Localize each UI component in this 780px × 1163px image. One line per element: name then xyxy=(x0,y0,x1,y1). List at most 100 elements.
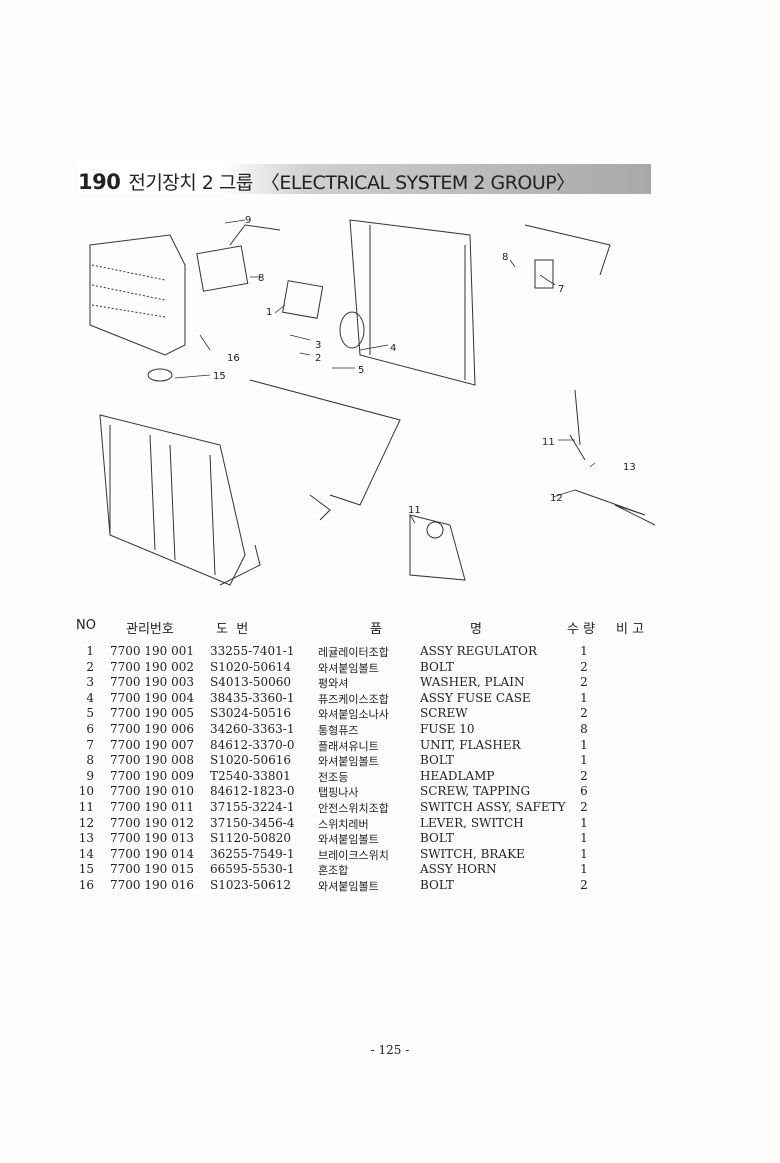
cell-code: 7700 190 006 xyxy=(110,721,194,736)
cell-drawing: 36255-7549-1 xyxy=(210,846,295,861)
callout-10: 9 xyxy=(245,215,251,226)
cell-code: 7700 190 015 xyxy=(110,862,194,877)
cell-name-ko: 레귤레이터조합 xyxy=(318,646,389,659)
cell-no: 9 xyxy=(86,768,94,783)
cell-name-en: BOLT xyxy=(420,753,454,768)
cell-no: 11 xyxy=(78,799,94,814)
cell-name-ko: 안전스위치조합 xyxy=(318,801,389,815)
cell-drawing: S4013-50060 xyxy=(210,675,291,690)
part-regulator xyxy=(282,280,324,319)
header-no: NO xyxy=(76,618,96,633)
cell-name-en: SCREW xyxy=(420,706,468,721)
cell-drawing: 84612-3370-0 xyxy=(210,737,295,752)
cell-name-en: FUSE 10 xyxy=(420,721,475,736)
cell-drawing: 37155-3224-1 xyxy=(210,799,295,814)
callout-1: 1 xyxy=(266,307,272,318)
cell-name-en: ASSY REGULATOR xyxy=(420,644,537,658)
cell-no: 14 xyxy=(78,846,94,861)
cell-no: 12 xyxy=(78,815,94,830)
callout-16: 16 xyxy=(227,353,240,364)
cell-drawing: S3024-50516 xyxy=(210,706,291,721)
header-drawing: 도 번 xyxy=(216,622,249,637)
cell-no: 3 xyxy=(86,675,94,690)
cell-qty: 1 xyxy=(580,815,588,830)
cell-no: 8 xyxy=(86,753,94,768)
cell-name-ko: 와셔붙임볼트 xyxy=(318,833,379,847)
cell-no: 7 xyxy=(86,737,94,752)
cell-code: 7700 190 007 xyxy=(110,737,194,752)
callout-leader-lines xyxy=(174,219,596,524)
cell-code: 7700 190 003 xyxy=(110,675,194,690)
cell-name-ko: 혼조합 xyxy=(318,864,349,878)
cell-drawing: S1023-50612 xyxy=(210,877,291,892)
machine-body-sketch xyxy=(89,219,476,586)
header-qty: 수 량 xyxy=(567,622,596,637)
cell-no: 16 xyxy=(78,877,94,892)
cell-drawing: 33255-7401-1 xyxy=(210,644,295,658)
cell-name-en: BOLT xyxy=(420,831,454,846)
cell-qty: 8 xyxy=(580,721,588,736)
title-english: 〈ELECTRICAL SYSTEM 2 GROUP〉 xyxy=(260,172,575,194)
header-name-en: 명 xyxy=(470,622,482,637)
cell-code: 7700 190 004 xyxy=(110,690,194,705)
cell-name-en: WASHER, PLAIN xyxy=(420,675,525,690)
part-headlamp xyxy=(196,224,281,292)
cell-name-en: SWITCH ASSY, SAFETY xyxy=(420,799,566,814)
cell-code: 7700 190 016 xyxy=(110,877,194,892)
cell-qty: 6 xyxy=(580,784,588,799)
cell-name-ko: 전조등 xyxy=(318,770,349,784)
cell-no: 10 xyxy=(78,784,94,799)
cell-qty: 1 xyxy=(580,690,588,705)
cell-name-ko: 평와셔 xyxy=(318,677,349,691)
cell-name-ko: 와셔붙임볼트 xyxy=(318,879,379,893)
cell-name-ko: 플래셔유니트 xyxy=(318,739,379,753)
cell-code: 7700 190 008 xyxy=(110,753,194,768)
cell-drawing: S1120-50820 xyxy=(210,831,291,846)
cell-name-ko: 와셔붙임소나사 xyxy=(318,708,389,722)
cell-drawing: 37150-3456-4 xyxy=(210,815,295,830)
part-flasher xyxy=(524,224,611,289)
callout-8: 8 xyxy=(502,252,508,263)
cell-name-ko: 와셔붙임볼트 xyxy=(318,755,379,769)
cell-no: 6 xyxy=(86,721,94,736)
cell-qty: 1 xyxy=(580,644,588,658)
cell-qty: 1 xyxy=(580,862,588,877)
cell-name-ko: 퓨즈케이스조합 xyxy=(318,692,389,706)
cell-qty: 2 xyxy=(580,799,588,814)
part-horn xyxy=(147,368,173,382)
part-fuse-case xyxy=(339,311,365,349)
cell-no: 15 xyxy=(78,862,94,877)
part-safety-switch xyxy=(409,389,586,581)
exploded-parts-diagram: 9 8 1 3 2 4 5 7 8 15 16 11 12 13 11 xyxy=(89,215,656,586)
cell-name-en: BOLT xyxy=(420,659,454,674)
cell-name-ko: 브레이크스위치 xyxy=(318,848,389,862)
cell-code: 7700 190 012 xyxy=(110,815,194,830)
callout-13: 13 xyxy=(623,462,636,473)
callout-9: 8 xyxy=(258,273,264,284)
title-korean: 전기장치 2 그룹 xyxy=(128,172,253,194)
part-switch-lever xyxy=(574,489,656,526)
cell-drawing: 34260-3363-1 xyxy=(210,721,295,736)
cell-qty: 1 xyxy=(580,737,588,752)
cell-drawing: 66595-5530-1 xyxy=(210,862,295,877)
cell-name-en: LEVER, SWITCH xyxy=(420,815,524,830)
cell-qty: 2 xyxy=(580,659,588,674)
cell-name-en: BOLT xyxy=(420,877,454,892)
